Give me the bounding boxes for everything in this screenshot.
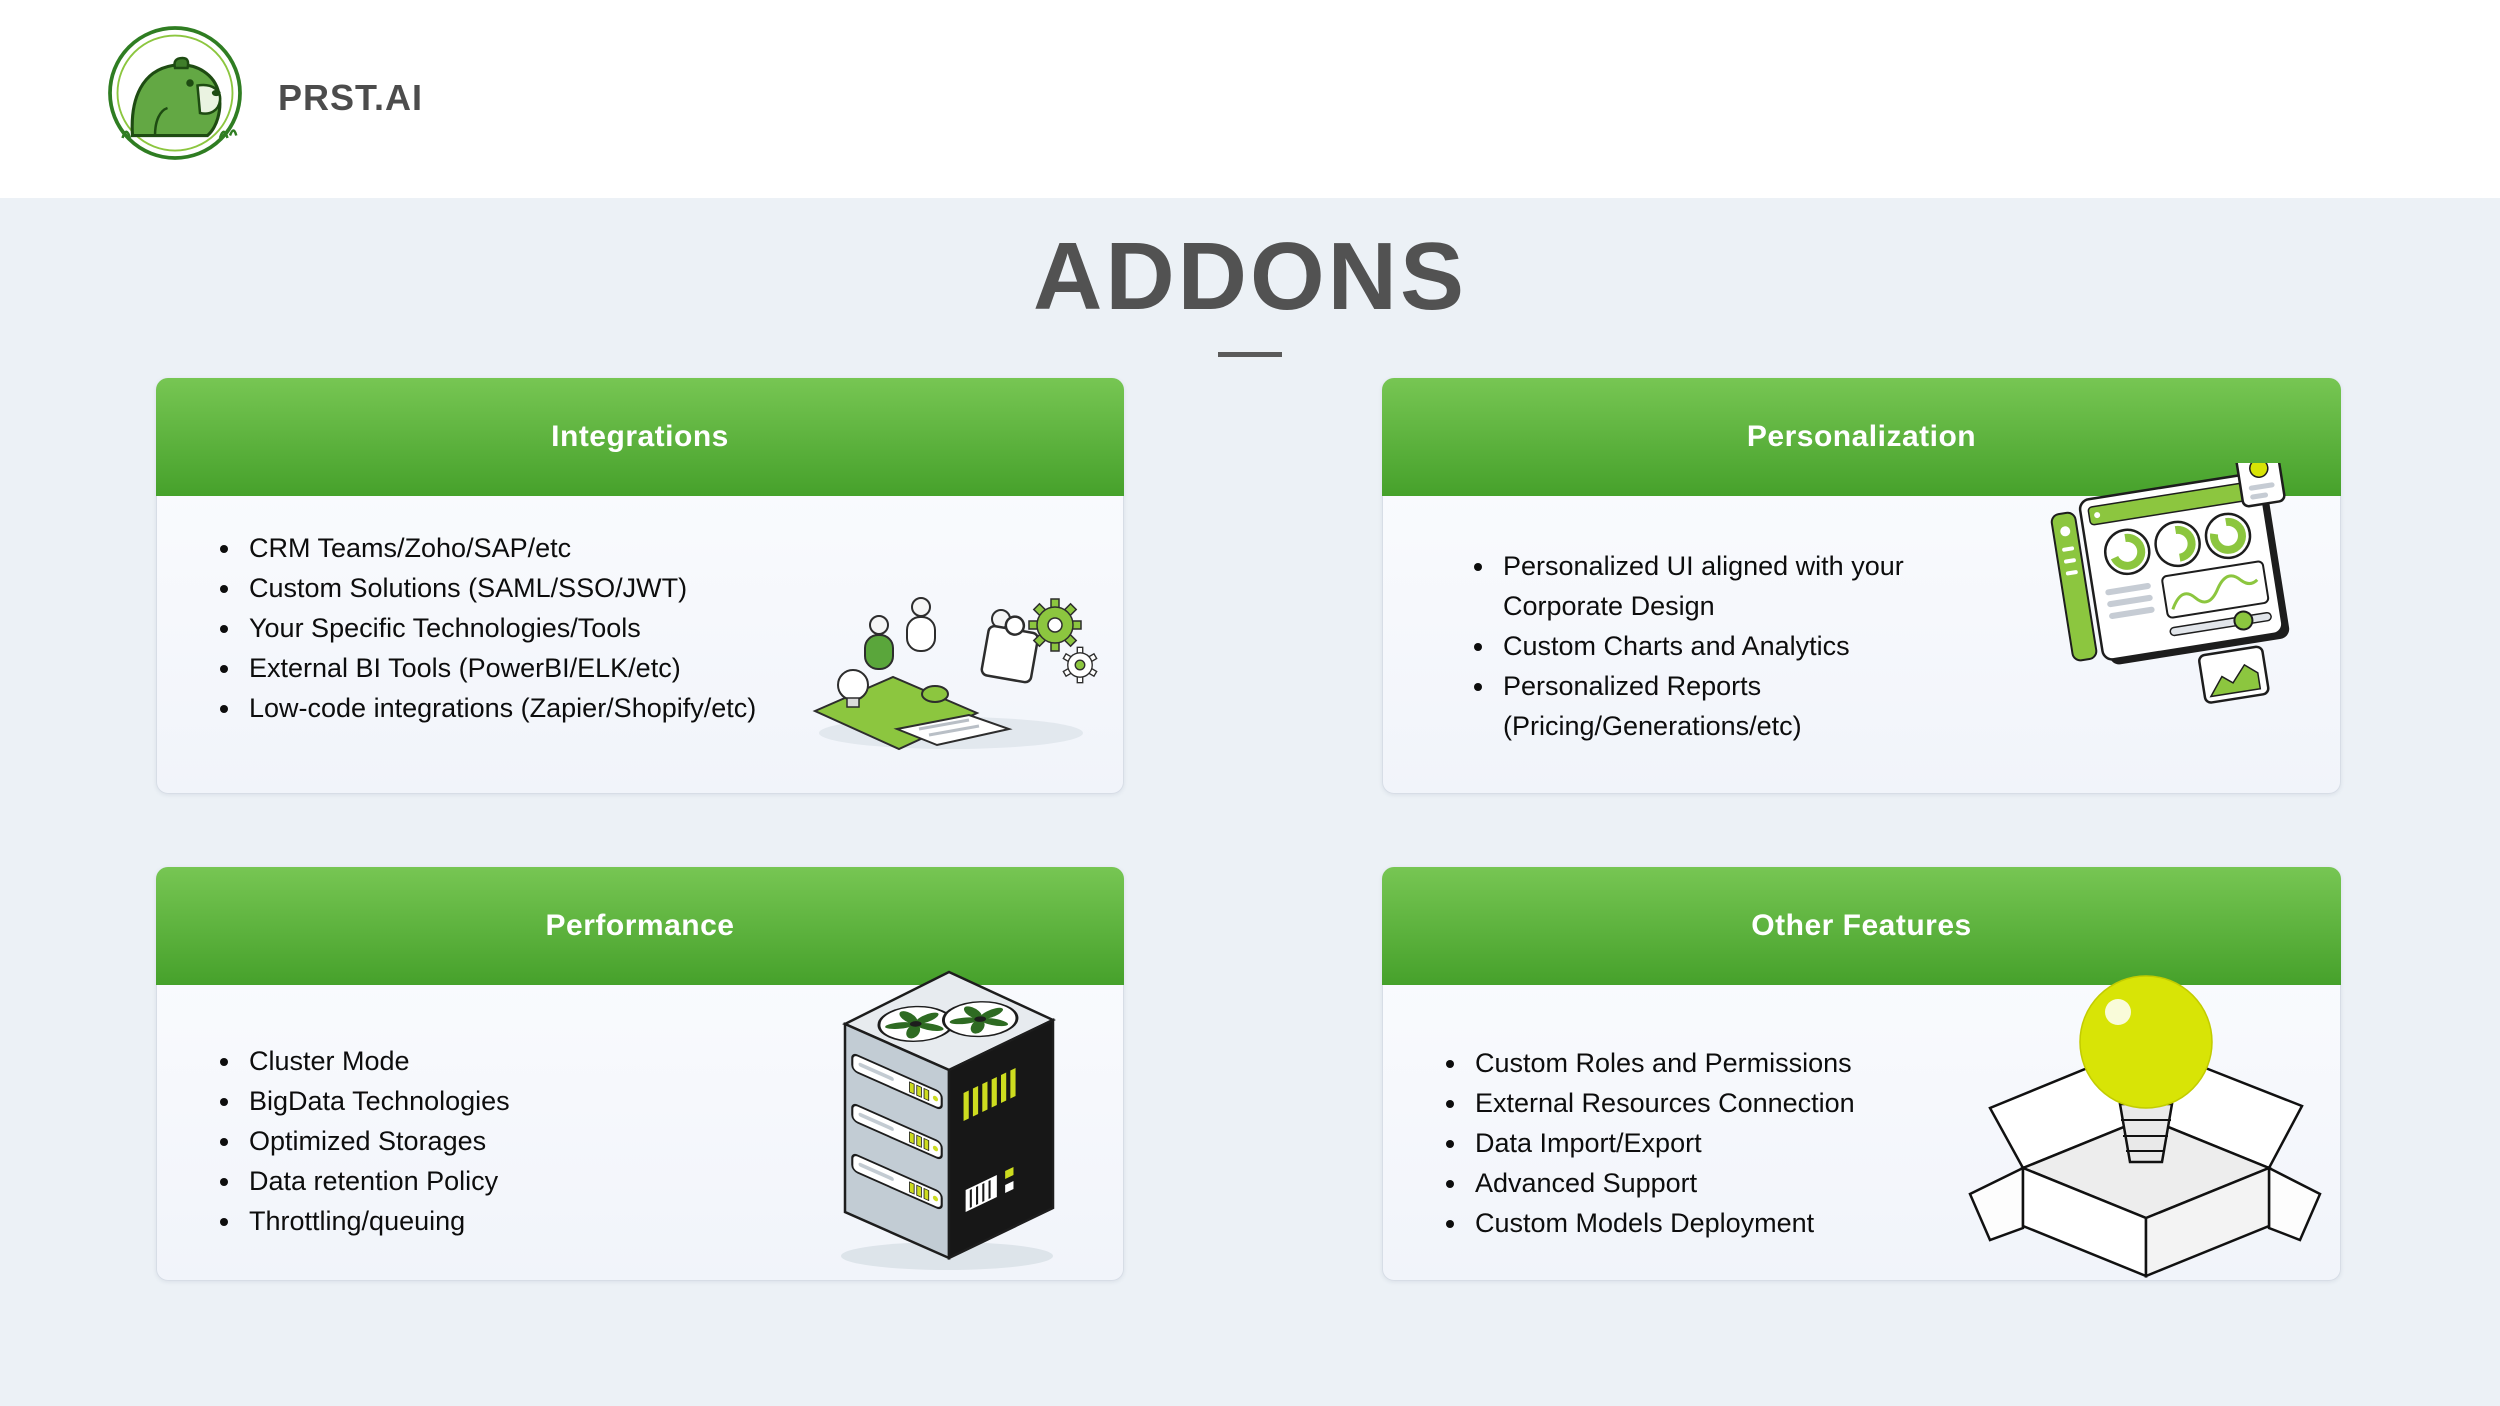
feature-item: External Resources Connection [1469, 1083, 2089, 1123]
feature-item: Custom Models Deployment [1469, 1203, 2089, 1243]
feature-item: Personalized Reports (Pricing/Generation… [1497, 666, 1977, 746]
card-other-features: Other Features Custom Roles and Permissi… [1382, 867, 2341, 1281]
card-integrations: Integrations CRM Teams/Zoho/SAP/etcCusto… [156, 378, 1124, 794]
brand: PRST.AI [100, 18, 423, 178]
performance-feature-list: Cluster ModeBigData TechnologiesOptimize… [211, 1041, 803, 1241]
feature-item: Cluster Mode [243, 1041, 803, 1081]
feature-item: Your Specific Technologies/Tools [243, 608, 763, 648]
top-bar: PRST.AI [0, 0, 2500, 198]
feature-item: Optimized Storages [243, 1121, 803, 1161]
integrations-feature-list: CRM Teams/Zoho/SAP/etcCustom Solutions (… [211, 528, 763, 728]
brand-name: PRST.AI [278, 77, 424, 118]
feature-item: Custom Charts and Analytics [1497, 626, 1977, 666]
personalization-feature-list: Personalized UI aligned with your Corpor… [1465, 546, 1977, 746]
card-header-other-features: Other Features [1382, 867, 2341, 985]
feature-item: Data retention Policy [243, 1161, 803, 1201]
card-performance: Performance Cluster ModeBigData Technolo… [156, 867, 1124, 1281]
other-features-list: Custom Roles and PermissionsExternal Res… [1437, 1043, 2089, 1243]
card-personalization: Personalization Personalized UI aligned … [1382, 378, 2341, 794]
card-header-integrations: Integrations [156, 378, 1124, 496]
server-tower-illustration [827, 958, 1073, 1276]
teamwork-puzzle-gears-illustration [801, 533, 1101, 753]
feature-item: Throttling/queuing [243, 1201, 803, 1241]
feature-item: Custom Solutions (SAML/SSO/JWT) [243, 568, 763, 608]
feature-item: Data Import/Export [1469, 1123, 2089, 1163]
page-title: ADDONS [1032, 223, 1467, 330]
feature-item: Advanced Support [1469, 1163, 2089, 1203]
feature-item: BigData Technologies [243, 1081, 803, 1121]
feature-item: CRM Teams/Zoho/SAP/etc [243, 528, 763, 568]
feature-item: Low-code integrations (Zapier/Shopify/et… [243, 688, 763, 728]
card-header-performance: Performance [156, 867, 1124, 985]
title-underline [1218, 352, 1282, 357]
beaver-mascot-icon [100, 19, 250, 177]
card-header-personalization: Personalization [1382, 378, 2341, 496]
feature-item: Custom Roles and Permissions [1469, 1043, 2089, 1083]
dashboard-charts-illustration [2044, 463, 2306, 745]
feature-item: External BI Tools (PowerBI/ELK/etc) [243, 648, 763, 688]
feature-item: Personalized UI aligned with your Corpor… [1497, 546, 1977, 626]
lightbulb-in-box-illustration [1960, 946, 2322, 1278]
